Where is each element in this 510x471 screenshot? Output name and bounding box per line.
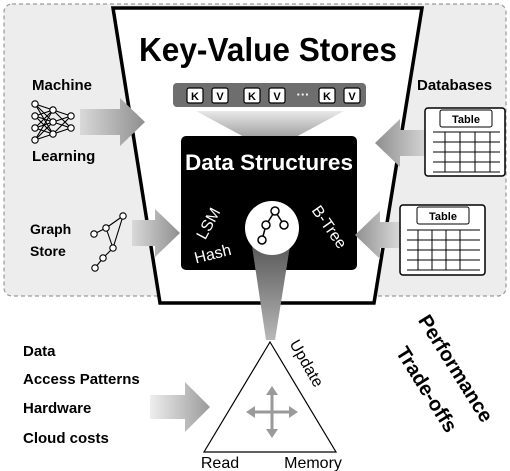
db-input-arrow-upper	[375, 119, 430, 167]
data-structures-title: Data Structures	[185, 150, 353, 175]
database-table-lower: Table	[399, 204, 486, 276]
svg-text:K: K	[191, 91, 199, 103]
machine-label: Machine	[32, 77, 92, 94]
tree-icon	[257, 206, 289, 245]
ml-input-arrow	[80, 98, 145, 146]
kv-value-box: V	[343, 87, 361, 104]
kv-pair-strip: K V K V ··· K V	[173, 83, 366, 107]
kv-key-box: K	[318, 87, 336, 104]
kv-key-box: K	[243, 87, 261, 104]
kv-key-box: K	[186, 87, 204, 104]
factor-cloud-costs: Cloud costs	[23, 430, 109, 447]
factors-arrow	[150, 382, 210, 432]
read-label: Read	[201, 455, 239, 471]
memory-label: Memory	[284, 455, 342, 471]
factor-data: Data	[23, 343, 56, 360]
tradeoff-triangle	[202, 340, 338, 453]
funnel-arrow	[196, 111, 344, 151]
svg-text:Table: Table	[429, 211, 457, 223]
db-input-arrow-lower	[355, 211, 400, 259]
kv-ellipsis: ···	[297, 87, 310, 102]
store-label: Store	[30, 243, 66, 259]
graph-label: Graph	[30, 221, 71, 237]
neural-network-icon	[31, 100, 75, 144]
svg-text:K: K	[323, 91, 331, 103]
factor-access-patterns: Access Patterns	[23, 371, 140, 388]
svg-text:Table: Table	[452, 114, 480, 126]
learning-label: Learning	[32, 148, 95, 165]
svg-text:V: V	[348, 91, 356, 103]
svg-text:V: V	[216, 91, 224, 103]
factor-hardware: Hardware	[23, 400, 91, 417]
four-way-arrow-icon	[246, 386, 298, 438]
database-table-upper: Table	[424, 107, 506, 177]
svg-text:K: K	[248, 91, 256, 103]
graph-icon	[90, 212, 127, 272]
databases-label: Databases	[417, 77, 492, 94]
beam-to-triangle	[252, 246, 290, 340]
svg-text:V: V	[273, 91, 281, 103]
kv-stores-title: Key-Value Stores	[139, 31, 397, 68]
kv-value-box: V	[268, 87, 286, 104]
kv-value-box: V	[211, 87, 229, 104]
graph-input-arrow	[132, 209, 180, 257]
